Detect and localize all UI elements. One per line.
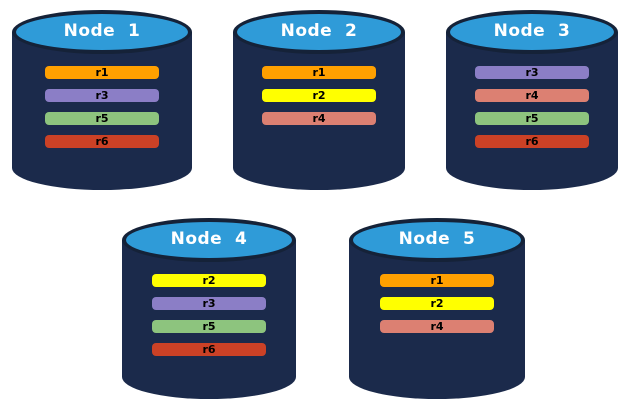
- replica-label: r1: [95, 66, 109, 79]
- cylinder-body: [122, 240, 296, 399]
- replica-label: r6: [525, 135, 539, 148]
- node-cylinder-4: Node 4 r2 r3 r5 r6: [122, 218, 296, 399]
- replica-bar: r6: [152, 343, 266, 356]
- node-cylinder-1: Node 1 r1 r3 r5 r6: [12, 10, 192, 190]
- replica-label: r1: [430, 274, 444, 287]
- node-title: Node 5: [398, 229, 476, 249]
- cylinder-top-ellipse: Node 2: [233, 10, 405, 54]
- replica-list: r2 r3 r5 r6: [122, 274, 296, 356]
- node-cylinder-5: Node 5 r1 r2 r4: [349, 218, 525, 399]
- replica-bar: r1: [45, 66, 159, 79]
- replica-label: r3: [95, 89, 109, 102]
- replica-bar: r3: [45, 89, 159, 102]
- node-title: Node 1: [63, 21, 141, 41]
- replica-label: r6: [202, 343, 216, 356]
- replica-label: r3: [202, 297, 216, 310]
- cylinder-top-ellipse: Node 1: [12, 10, 192, 54]
- node-title: Node 2: [280, 21, 358, 41]
- replica-label: r2: [202, 274, 216, 287]
- replica-bar: r2: [152, 274, 266, 287]
- replica-label: r5: [525, 112, 539, 125]
- node-cylinder-3: Node 3 r3 r4 r5 r6: [446, 10, 618, 190]
- cylinder-top-ellipse: Node 3: [446, 10, 618, 54]
- replica-bar: r4: [262, 112, 376, 125]
- replica-label: r2: [430, 297, 444, 310]
- replica-list: r3 r4 r5 r6: [446, 66, 618, 148]
- replica-list: r1 r2 r4: [233, 66, 405, 125]
- replica-bar: r1: [262, 66, 376, 79]
- replica-bar: r5: [475, 112, 589, 125]
- replica-label: r6: [95, 135, 109, 148]
- replica-bar: r5: [45, 112, 159, 125]
- cylinder-body: [12, 32, 192, 190]
- replica-label: r4: [430, 320, 444, 333]
- replica-label: r2: [312, 89, 326, 102]
- replica-label: r5: [202, 320, 216, 333]
- node-cylinder-2: Node 2 r1 r2 r4: [233, 10, 405, 190]
- replica-label: r4: [525, 89, 539, 102]
- replica-label: r1: [312, 66, 326, 79]
- replica-bar: r1: [380, 274, 494, 287]
- cylinder-top-ellipse: Node 5: [349, 218, 525, 262]
- cylinder-top-ellipse: Node 4: [122, 218, 296, 262]
- replica-bar: r4: [380, 320, 494, 333]
- replica-bar: r4: [475, 89, 589, 102]
- replica-label: r5: [95, 112, 109, 125]
- cylinder-body: [446, 32, 618, 190]
- replica-bar: r6: [475, 135, 589, 148]
- replica-bar: r2: [262, 89, 376, 102]
- replica-bar: r3: [475, 66, 589, 79]
- replica-label: r3: [525, 66, 539, 79]
- replica-bar: r5: [152, 320, 266, 333]
- replica-bar: r6: [45, 135, 159, 148]
- cylinder-body: [349, 240, 525, 399]
- replica-list: r1 r3 r5 r6: [12, 66, 192, 148]
- replica-list: r1 r2 r4: [349, 274, 525, 333]
- replica-bar: r3: [152, 297, 266, 310]
- replica-bar: r2: [380, 297, 494, 310]
- replica-label: r4: [312, 112, 326, 125]
- node-title: Node 4: [170, 229, 248, 249]
- cylinder-body: [233, 32, 405, 190]
- node-title: Node 3: [493, 21, 571, 41]
